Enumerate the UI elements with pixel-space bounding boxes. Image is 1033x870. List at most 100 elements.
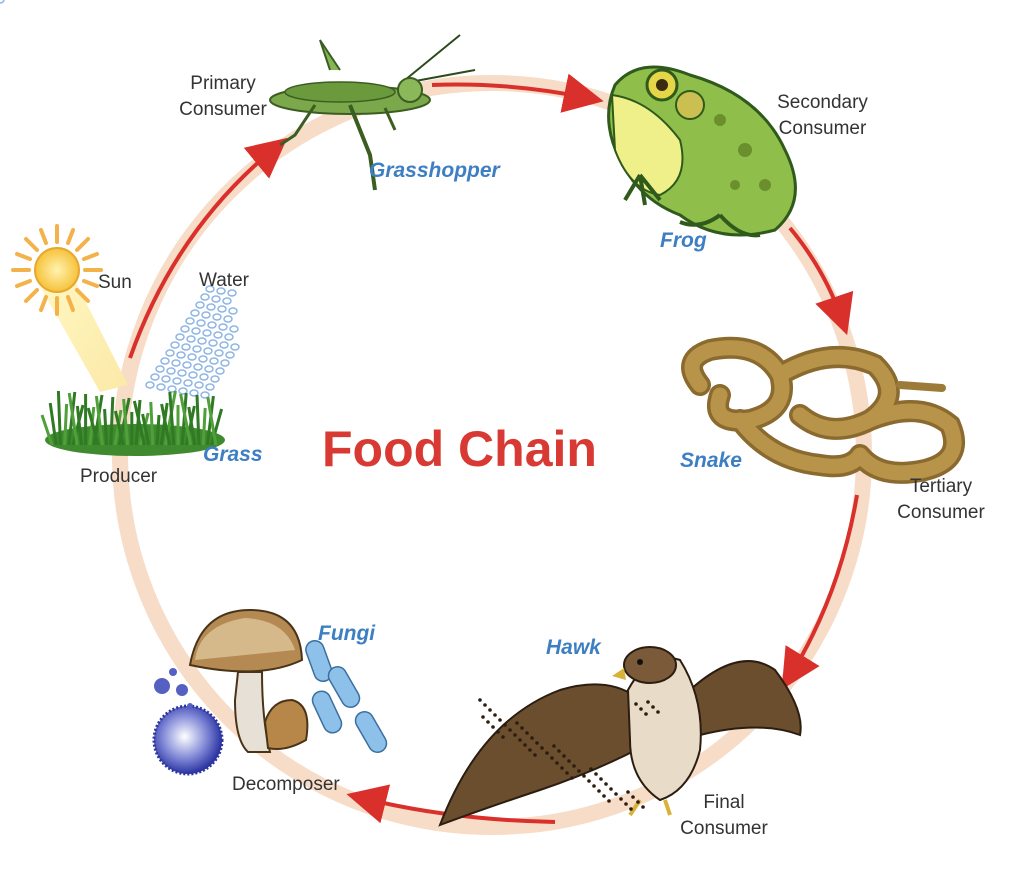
hawk-feather-spot [587,779,591,783]
grass-blade [132,400,146,446]
water-droplet [191,327,201,335]
diagram-title: Food Chain [322,421,597,477]
hawk-feather-spot [604,782,608,786]
water-droplet [196,319,206,327]
water-droplet [210,375,220,383]
water-droplet [211,295,221,303]
water-droplet [155,365,165,373]
water-droplet [171,359,181,367]
hawk-feather-spot [535,741,539,745]
final-consumer-label: Final Consumer [680,792,768,839]
water-droplet [213,331,223,339]
water-droplet [205,285,215,293]
hawk-feather-spot [562,754,566,758]
arrow-frog-to-snake [788,226,854,336]
hawk-feather-spot [523,743,527,747]
grass-blade [122,398,130,446]
water-droplet [214,349,224,357]
hawk-feather-spot [592,784,596,788]
water-droplet [223,315,233,323]
water-droplet [222,297,232,305]
water-droplet [176,351,186,359]
water-droplet [145,381,155,389]
hawk-feather-spot [525,731,529,735]
water-droplet [216,287,226,295]
hawk-feather-spot [572,764,576,768]
grass-name: Grass [203,443,263,466]
arrow-grass-to-grasshopper [128,137,288,359]
secondary-consumer-label: Secondary Consumer [777,92,868,139]
hawk-feather-spot [501,735,505,739]
snake-name: Snake [680,449,742,472]
hawk-feather-spot [624,802,628,806]
water-droplet [228,307,238,315]
arrow-grasshopper-to-frog [431,73,604,113]
grass-blade [63,403,69,446]
hawk-name: Hawk [546,636,601,659]
water-droplet [185,317,195,325]
hawk-feather-spot [641,805,645,809]
water-droplet [167,385,177,393]
water-droplet [229,325,239,333]
grass-blade [201,407,207,446]
fungi-icon [152,608,388,776]
water-droplet [199,373,209,381]
hawk-feather-spot [491,725,495,729]
hawk-feather-spot [597,789,601,793]
hawk-feather-spot [619,797,623,801]
hawk-feather-spot [496,730,500,734]
frog-name: Frog [660,229,707,252]
primary-consumer-label: Primary Consumer [179,73,267,120]
hawk-feather-spot [530,736,534,740]
water-droplet [208,339,218,347]
grass-blade [160,403,172,446]
hawk-feather-spot [503,723,507,727]
hawk-feather-spot [518,738,522,742]
water-droplet [156,383,166,391]
hawk-feather-spot [508,728,512,732]
water-droplet [188,371,198,379]
water-droplet [225,351,235,359]
hawk-feather-spot [555,761,559,765]
water-droplet [198,355,208,363]
water-droplet [206,303,216,311]
hawk-feather-spot [634,702,638,706]
hawk-feather-spot [567,759,571,763]
water-droplet [217,305,227,313]
water-droplet [205,383,215,391]
grass-blade [94,395,104,446]
grass-blade [48,402,58,446]
hawk-feather-spot [636,800,640,804]
hawk-feather-spot [614,792,618,796]
water-droplet [172,377,182,385]
hawk-feather-spot [639,707,643,711]
water-droplet [209,357,219,365]
water-droplet [193,363,203,371]
hawk-feather-spot [493,713,497,717]
hawk-feather-spot [520,726,524,730]
water-label: Water [199,270,249,291]
hawk-feather-spot [478,698,482,702]
grass-blade [113,410,125,446]
water-droplet [194,381,204,389]
hawk-feather-spot [644,712,648,716]
water-droplet [186,335,196,343]
grass-blade [179,393,193,446]
grass-blade [40,414,54,446]
water-icon [0,0,5,4]
water-droplet [203,347,213,355]
hawk-feather-spot [486,720,490,724]
hawk-feather-spot [560,766,564,770]
grass-blade [75,405,83,446]
hawk-feather-spot [515,721,519,725]
hawk-feather-spot [594,772,598,776]
hawk-feather-spot [552,744,556,748]
fungi-name: Fungi [318,622,376,645]
hawk-feather-spot [557,749,561,753]
water-droplet [212,313,222,321]
water-droplet [180,325,190,333]
water-droplet [192,345,202,353]
water-droplet [218,323,228,331]
grass-blade [210,408,224,446]
